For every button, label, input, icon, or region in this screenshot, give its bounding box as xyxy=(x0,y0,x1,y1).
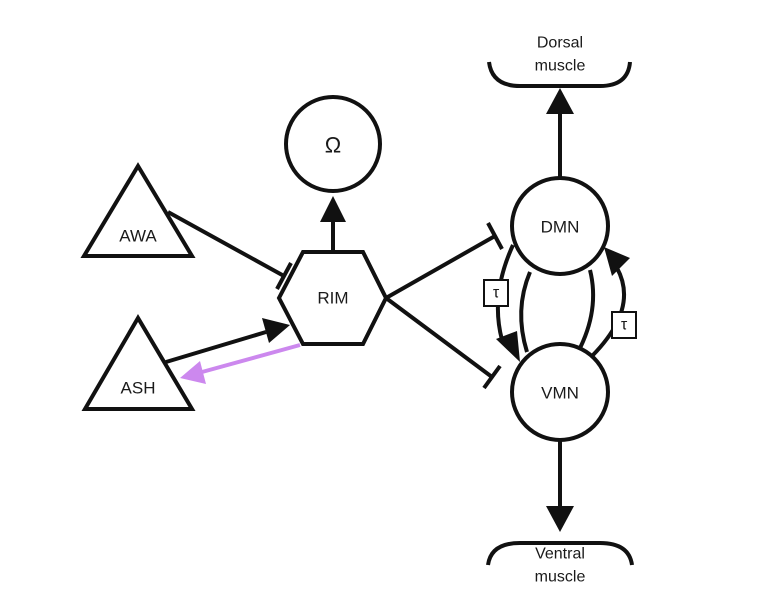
inhibitory-bar xyxy=(482,364,502,390)
arrowhead xyxy=(546,506,574,532)
arrowhead xyxy=(604,247,630,276)
inhibitory-bar xyxy=(486,222,504,250)
dorsal-muscle-arc xyxy=(487,61,632,88)
ventral-muscle: Ventral muscle xyxy=(486,541,634,586)
ash-label: ASH xyxy=(121,379,156,398)
ash-triangle xyxy=(81,314,196,411)
ventral-muscle-arc xyxy=(486,541,634,566)
inhibitory-bar xyxy=(275,262,293,290)
dorsal-muscle-label-line1: Dorsal xyxy=(537,35,583,52)
arrowhead xyxy=(546,88,574,114)
dorsal-muscle: Dorsal muscle xyxy=(487,35,632,88)
ventral-muscle-label-line2: muscle xyxy=(535,569,586,586)
edge-ash-rim-excitatory xyxy=(165,318,290,364)
vmn-circle xyxy=(510,342,610,442)
delay-tau-left: τ xyxy=(493,285,500,302)
delay-box-left: τ xyxy=(483,279,509,307)
edge-rim-ash-feedback xyxy=(180,343,301,384)
arrowhead xyxy=(262,318,290,343)
awa-label: AWA xyxy=(119,227,157,246)
omega-circle xyxy=(284,95,382,193)
node-ash: ASH xyxy=(81,314,196,411)
feedback-arrowhead xyxy=(180,361,206,384)
arrowhead xyxy=(320,196,346,222)
ventral-muscle-label-line1: Ventral xyxy=(535,546,585,563)
arrowhead xyxy=(496,331,520,362)
dorsal-muscle-label-line2: muscle xyxy=(535,58,586,75)
omega-label: Ω xyxy=(325,133,341,158)
edge-awa-rim-inhibitory xyxy=(167,210,293,290)
node-vmn: VMN xyxy=(510,342,610,442)
rim-label: RIM xyxy=(317,289,348,308)
edge-rim-dmn-inhibitory xyxy=(385,222,504,300)
dmn-circle xyxy=(510,176,610,276)
rim-hexagon xyxy=(276,250,389,346)
vmn-label: VMN xyxy=(541,384,579,403)
node-awa: AWA xyxy=(80,162,196,258)
delay-box-right: τ xyxy=(611,311,637,339)
delay-tau-right: τ xyxy=(621,317,628,334)
edge-vmn-ventral-muscle xyxy=(546,440,574,532)
edge-rim-vmn-inhibitory xyxy=(384,296,502,390)
node-omega: Ω xyxy=(284,95,382,193)
edge-rim-omega xyxy=(320,196,346,252)
awa-triangle xyxy=(80,162,196,258)
edge-dmn-dorsal-muscle xyxy=(546,88,574,178)
dmn-label: DMN xyxy=(541,218,580,237)
node-dmn: DMN xyxy=(510,176,610,276)
node-rim: RIM xyxy=(276,250,389,346)
